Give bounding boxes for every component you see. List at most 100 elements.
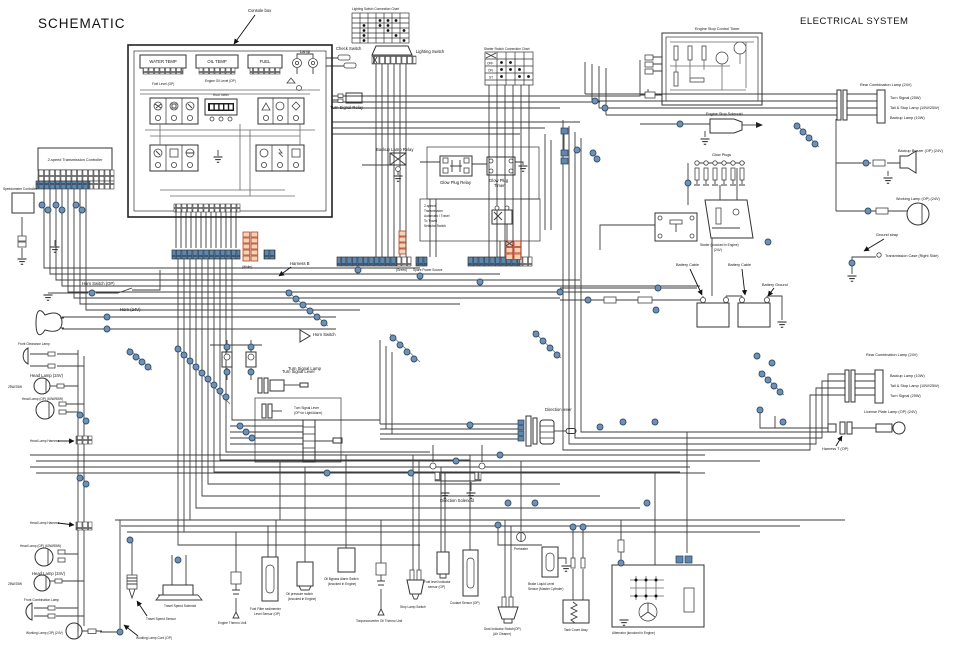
connector-strip-mid (336, 256, 398, 267)
brake-liquid-level-sensor: Brake Liquid Level Sensor (Master Cylind… (528, 546, 571, 591)
oil-temp-gauge: OIL TEMP (195, 54, 239, 75)
svg-text:(White): (White) (242, 265, 252, 269)
fuel-level-sensor: Fuel level indicator sensor (OP) (424, 551, 452, 589)
rear-combination-lamp-bottom: Rear Combination Lamp (24V) Backup Lamp … (844, 353, 940, 404)
svg-text:Sensor (Master Cylinder): Sensor (Master Cylinder) (528, 587, 563, 591)
svg-text:Travel Speed Sensor: Travel Speed Sensor (146, 617, 177, 621)
svg-text:Coolant Sensor (OP): Coolant Sensor (OP) (450, 601, 480, 605)
svg-text:(24V): (24V) (714, 248, 722, 252)
svg-text:Fuel level indicator: Fuel level indicator (424, 580, 452, 584)
svg-text:Working Lamp (OP) (24V): Working Lamp (OP) (24V) (26, 631, 63, 635)
svg-text:Level Sensor (OP): Level Sensor (OP) (254, 612, 280, 616)
svg-text:Glow Plugs: Glow Plugs (712, 153, 731, 157)
svg-text:OIL TEMP: OIL TEMP (207, 59, 227, 64)
fuse-block-green: (Green) (396, 230, 407, 272)
svg-text:Tank Cover Assy: Tank Cover Assy (564, 628, 588, 632)
front-clearance-lamp: Front Clearance Lamp (18, 342, 56, 369)
svg-text:Brake Liquid Level: Brake Liquid Level (528, 582, 555, 586)
indicator-cluster-3 (149, 144, 199, 172)
svg-text:Starter (knocked in Engine): Starter (knocked in Engine) (700, 243, 739, 247)
svg-text:(Green): (Green) (396, 268, 407, 272)
svg-text:Automatic / Travel: Automatic / Travel (424, 214, 450, 218)
head-lamp-2: Head Lamp (24V) 25W/25W (8, 571, 66, 592)
svg-text:ON: ON (488, 69, 493, 73)
coolant-sensor: Coolant Sensor (OP) (450, 549, 480, 605)
hour-meter: Hour meter (204, 93, 238, 122)
svg-text:Head Lamp Harness: Head Lamp Harness (30, 439, 60, 443)
working-lamp-cord: Working Lamp Cord (OP) (123, 624, 172, 640)
safety-relay (654, 212, 698, 242)
tank-cover-assy: Tank Cover Assy (562, 557, 590, 632)
svg-text:Horn Switch: Horn Switch (313, 332, 336, 337)
svg-text:Turn Signal Lever: Turn Signal Lever (294, 406, 320, 410)
glow-plugs: Glow Plugs (694, 153, 745, 186)
head-lamp-op-2: Head Lamp (OP) (60W/55W) (20, 544, 66, 567)
svg-text:Rear Combination Lamp (24V): Rear Combination Lamp (24V) (866, 353, 918, 357)
ground-strap: Ground strap Transmission Case (Right Si… (847, 233, 939, 282)
svg-text:Head Lamp (24V): Head Lamp (24V) (32, 571, 66, 576)
engine-thermo-unit: Engine Thermo Unit (218, 571, 246, 625)
transmission-controller: 2-speed Transmission Controller (35, 147, 115, 190)
svg-text:(knocked in Engine): (knocked in Engine) (288, 597, 316, 601)
backup-lamp-relay: Backup Lamp Relay (376, 147, 414, 182)
rear-combination-lamp-top: Rear Combination Lamp (24V) Turn Signal … (836, 83, 940, 124)
lighting-switch-chart: Lighting Switch Connection Chart (351, 7, 410, 44)
svg-text:Backup Lamp Relay: Backup Lamp Relay (376, 147, 414, 152)
svg-text:Horn Switch (OP): Horn Switch (OP) (82, 281, 115, 286)
tc-oil-thermo-unit: Torqueconverter Oil Thermo Unit (356, 562, 402, 623)
page-title: SCHEMATIC (38, 16, 126, 31)
spare-power-label: Spare Power Source (413, 268, 443, 272)
wire-network (21, 57, 906, 633)
check-switch: Check Switch (336, 46, 362, 69)
oil-bypass-alarm-switch: Oil Bypass Alarm Switch (knocked in Engi… (324, 547, 359, 586)
connector-row: (White) Harness B (Green) Spare Power So… (171, 127, 569, 277)
engine-stop-control-timer: Engine Stop Control Timer (640, 27, 763, 106)
svg-text:Horn (24V): Horn (24V) (120, 307, 141, 312)
svg-text:2-speed: 2-speed (424, 204, 436, 208)
svg-text:Ground strap: Ground strap (876, 233, 898, 237)
svg-text:WATER TEMP: WATER TEMP (149, 59, 177, 64)
battery-ground-label: Battery Ground (762, 283, 788, 287)
direction-lever: Direction lever (517, 407, 577, 447)
turn-signal-lamp: Turn Signal Lamp (257, 366, 322, 394)
svg-text:Working Lamp (OP) (24V): Working Lamp (OP) (24V) (896, 197, 941, 201)
travel-speed-solenoid: Travel Speed Solenoid (155, 584, 203, 608)
turn-signal-relay: Turn Signal Relay (330, 92, 364, 110)
svg-text:Preheater: Preheater (514, 547, 529, 551)
water-temp-gauge: WATER TEMP (139, 54, 187, 75)
svg-text:Transmission: Transmission (424, 209, 443, 213)
horn-switch-op: Horn Switch (OP) (43, 281, 115, 301)
svg-text:Travel Speed Solenoid: Travel Speed Solenoid (164, 604, 196, 608)
system-title: ELECTRICAL SYSTEM (800, 16, 908, 27)
svg-text:Turn Signal Lamp: Turn Signal Lamp (288, 366, 322, 371)
svg-text:Stop Lamp Switch: Stop Lamp Switch (400, 605, 426, 609)
svg-text:License Plate Lamp (OP) (24V): License Plate Lamp (OP) (24V) (864, 410, 917, 414)
head-lamp-harness-2: Head Lamp Harness (30, 521, 93, 531)
indicator-cluster-1 (149, 97, 199, 125)
fuse-block-white: (White) (242, 231, 259, 269)
svg-text:Check Switch: Check Switch (336, 46, 362, 51)
battery-cable-label-2: Battery Cable (728, 263, 751, 267)
svg-text:Oil Bypass Alarm Switch: Oil Bypass Alarm Switch (324, 577, 359, 581)
svg-text:Head Lamp Harness: Head Lamp Harness (30, 521, 60, 525)
svg-text:Oil pressure switch: Oil pressure switch (286, 592, 313, 596)
fuel-gauge: FUEL (247, 54, 283, 75)
svg-text:To Travel: To Travel (424, 219, 437, 223)
svg-text:Front Clearance Lamp: Front Clearance Lamp (18, 342, 50, 346)
svg-text:25W/25W: 25W/25W (8, 582, 22, 586)
svg-text:Turn Signal Relay: Turn Signal Relay (330, 105, 364, 110)
svg-text:Lighting Switch: Lighting Switch (416, 49, 445, 54)
harness-t-label: Harness T (OP) (822, 447, 849, 451)
svg-text:(OP for Light/Alarm): (OP for Light/Alarm) (294, 411, 322, 415)
working-lamp-right: Working Lamp (OP) (24V) (875, 197, 941, 226)
console-box-label: Console box (248, 8, 272, 13)
battery-group: Battery Cable Battery Cable Battery Grou… (603, 263, 788, 328)
svg-text:Turn Signal (25W): Turn Signal (25W) (890, 96, 921, 100)
fuel-level-label: Fuel Level (OP) (152, 82, 174, 86)
starter-switch-chart: Starter Switch Connection Chart OFF ON S… (484, 47, 534, 86)
harness-b-label: Harness B (290, 261, 310, 266)
svg-text:Tail & Stop Lamp (10W/25W): Tail & Stop Lamp (10W/25W) (890, 384, 940, 388)
alternator: Alternator (knocked in Engine) (611, 539, 705, 635)
svg-text:Turn Signal (25W): Turn Signal (25W) (890, 394, 921, 398)
